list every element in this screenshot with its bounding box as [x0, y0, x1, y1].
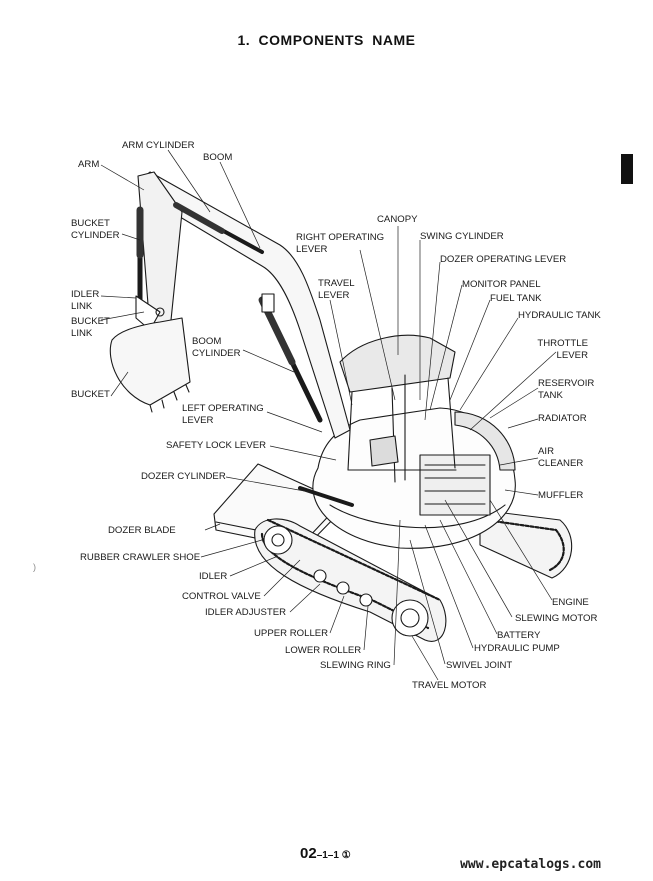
- label-throttle-lever: THROTTLE LEVER: [537, 338, 588, 361]
- label-reservoir-tank: RESERVOIR TANK: [538, 378, 595, 401]
- label-travel-lever: TRAVEL LEVER: [318, 278, 355, 301]
- label-control-valve: CONTROL VALVE: [182, 591, 261, 602]
- label-idler: IDLER: [199, 571, 228, 582]
- label-boom: BOOM: [203, 152, 233, 163]
- label-fuel-tank: FUEL TANK: [490, 293, 542, 304]
- label-radiator: RADIATOR: [538, 413, 587, 424]
- label-air-cleaner: AIR CLEANER: [538, 446, 584, 469]
- scan-speck: ): [33, 562, 36, 572]
- canopy-frame: [339, 334, 456, 393]
- label-arm: ARM: [78, 159, 100, 170]
- page-code: 02: [300, 845, 317, 862]
- label-swing-cylinder: SWING CYLINDER: [420, 231, 504, 242]
- label-slewing-ring: SLEWING RING: [320, 660, 391, 671]
- page-number: 02–1–1 ①: [300, 845, 351, 862]
- right-crawler-track: [479, 509, 573, 579]
- label-right-operating-lever: RIGHT OPERATING LEVER: [296, 232, 385, 255]
- bucket-shape: [109, 317, 191, 406]
- label-arm-cylinder: ARM CYLINDER: [122, 140, 195, 151]
- label-canopy: CANOPY: [377, 214, 418, 225]
- label-hydraulic-pump: HYDRAULIC PUMP: [474, 643, 560, 654]
- label-dozer-blade: DOZER BLADE: [108, 525, 176, 536]
- label-hydraulic-tank: HYDRAULIC TANK: [518, 310, 601, 321]
- label-boom-cylinder: BOOM CYLINDER: [192, 336, 241, 359]
- label-bucket: BUCKET: [71, 389, 110, 400]
- page-sub: –1–1 ①: [316, 850, 351, 861]
- label-safety-lock-lever: SAFETY LOCK LEVER: [166, 440, 267, 451]
- label-bucket-link: BUCKET LINK: [71, 316, 110, 339]
- label-idler-adjuster: IDLER ADJUSTER: [205, 607, 287, 618]
- label-muffler: MUFFLER: [538, 490, 584, 501]
- label-dozer-cylinder: DOZER CYLINDER: [141, 471, 226, 482]
- label-monitor-panel: MONITOR PANEL: [462, 279, 541, 290]
- label-idler-link: IDLER LINK: [71, 289, 100, 312]
- label-left-operating-lever: LEFT OPERATING LEVER: [182, 403, 264, 426]
- label-engine: ENGINE: [552, 597, 589, 608]
- label-rubber-crawler-shoe: RUBBER CRAWLER SHOE: [80, 552, 201, 563]
- label-battery: BATTERY: [497, 630, 541, 641]
- label-bucket-cylinder: BUCKET CYLINDER: [71, 218, 120, 241]
- section-tab-marker: [621, 154, 633, 184]
- label-slewing-motor: SLEWING MOTOR: [515, 613, 598, 624]
- label-travel-motor: TRAVEL MOTOR: [412, 680, 487, 691]
- page-title: 1. COMPONENTS NAME: [237, 32, 416, 48]
- label-upper-roller: UPPER ROLLER: [254, 628, 329, 639]
- label-swivel-joint: SWIVEL JOINT: [446, 660, 513, 671]
- label-lower-roller: LOWER ROLLER: [285, 645, 362, 656]
- watermark: www.epcatalogs.com: [460, 857, 601, 872]
- label-dozer-operating-lever: DOZER OPERATING LEVER: [440, 254, 567, 265]
